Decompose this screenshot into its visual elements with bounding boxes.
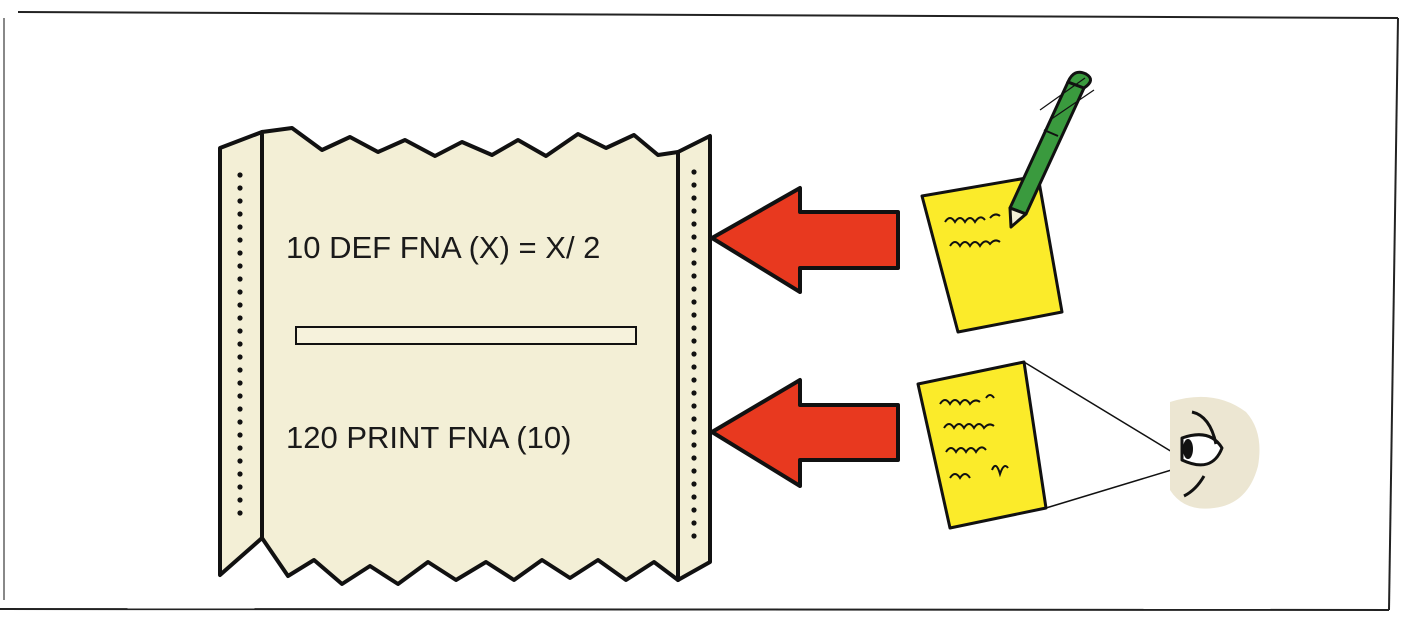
paper-sheet [260,126,680,586]
code-line-def: 10 DEF FNA (X) = X/ 2 [286,230,600,265]
printout-paper: 10 DEF FNA (X) = X/ 2 120 PRINT FNA (10) [218,126,712,586]
frame-border [0,11,1399,611]
read-note [916,360,1183,530]
sprocket-holes-left [237,172,243,516]
tractor-strip-left [218,130,264,577]
note-icon [920,174,1064,334]
eye-icon [1170,396,1260,509]
code-line-print: 120 PRINT FNA (10) [286,420,571,455]
pencil-icon [1008,70,1095,229]
arrow-icon [710,186,900,294]
sprocket-holes-right [691,169,697,539]
omitted-lines-bar [295,326,637,345]
written-note [920,70,1095,334]
tractor-strip-right [676,134,712,582]
note-icon [916,360,1048,530]
arrow-icon [710,378,900,488]
